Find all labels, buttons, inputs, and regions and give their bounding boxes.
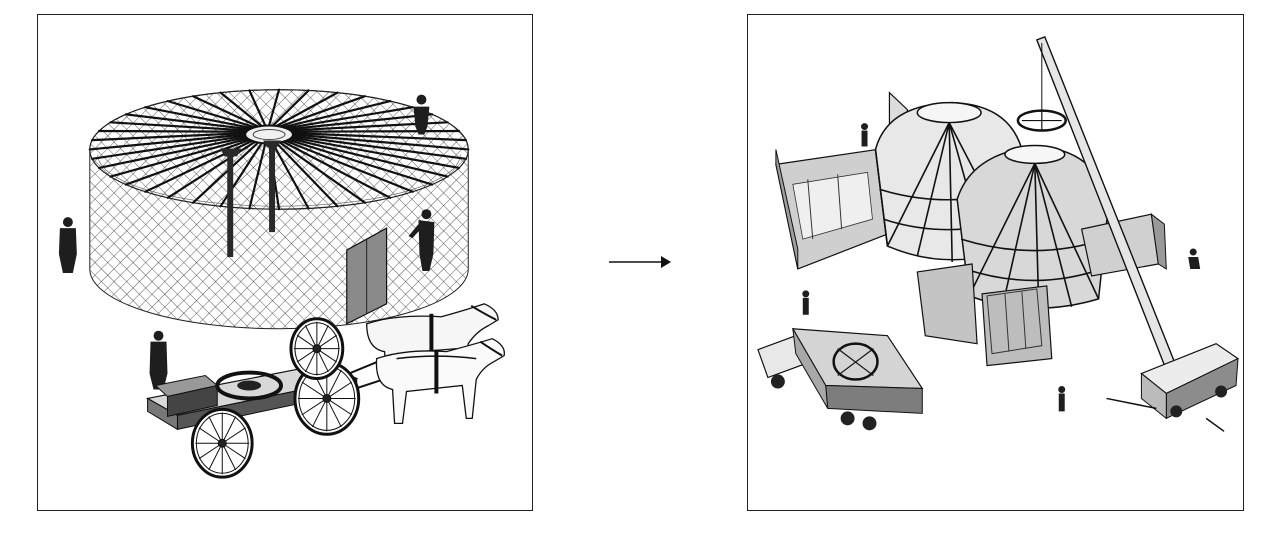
annex-left — [775, 148, 889, 270]
roof-rib — [248, 89, 267, 127]
cart-wheel — [293, 361, 361, 436]
traditional-yurt-illustration — [58, 88, 506, 479]
roof-rib — [97, 136, 248, 170]
roof-rib — [282, 100, 392, 129]
roof-rib — [278, 95, 367, 128]
roof-rib — [109, 121, 249, 132]
roof-rib — [284, 106, 414, 130]
roof-ribs — [88, 88, 470, 211]
roof-rib — [271, 142, 310, 210]
transformation-arrow — [607, 250, 675, 274]
worker-1 — [861, 123, 869, 147]
roof-rib — [144, 106, 254, 130]
roof-rib — [291, 133, 470, 151]
worker-2 — [802, 290, 810, 315]
roof-rib — [124, 113, 251, 131]
roof-rib — [124, 138, 251, 186]
horse-front — [375, 337, 506, 424]
cart-crown-ring — [215, 370, 284, 401]
roof-rib — [287, 138, 434, 186]
roof-rib — [97, 129, 248, 133]
roof-rib — [287, 113, 434, 131]
roof-rib — [166, 100, 257, 129]
roof-rib — [291, 134, 468, 160]
roof-rib — [271, 89, 310, 127]
modern-construction-illustration — [757, 36, 1240, 432]
person-top-right — [413, 94, 430, 135]
worker-3 — [1188, 248, 1201, 269]
roof-rib — [192, 95, 260, 128]
roof-rib — [192, 141, 260, 204]
crane — [1016, 36, 1240, 432]
modern-construction-panel — [747, 14, 1244, 511]
person-by-cart — [149, 330, 168, 390]
cart-wheel — [190, 407, 254, 479]
worker-4 — [1058, 386, 1066, 412]
right-arrow-icon — [609, 256, 671, 268]
horses — [366, 303, 506, 424]
support-posts — [220, 140, 282, 258]
roof-rib — [290, 136, 461, 170]
roof-rib — [109, 137, 249, 178]
roof-rib — [166, 140, 257, 199]
people — [58, 94, 435, 390]
roof-rib — [248, 142, 267, 210]
yurt-door — [346, 227, 388, 325]
truck-crown-ring — [832, 342, 879, 381]
dump-truck — [757, 328, 924, 431]
roof-rib — [291, 132, 468, 142]
roof-rib — [278, 141, 367, 204]
roof-rib — [267, 88, 281, 127]
roof-rib — [284, 139, 414, 193]
roof-rib — [290, 129, 461, 133]
roof-rib — [219, 91, 263, 128]
traditional-yurt-panel — [37, 14, 533, 511]
steel-frame-dome-2 — [956, 144, 1110, 312]
roof-rib — [289, 137, 449, 178]
roof-rib — [275, 91, 339, 128]
roof-rib — [91, 134, 247, 160]
roof-rib — [282, 140, 392, 199]
roof-rib — [91, 132, 247, 142]
cart-wheel — [289, 317, 345, 381]
person-left — [58, 217, 77, 273]
person-at-door — [408, 209, 435, 271]
workers — [802, 123, 1201, 412]
roof-rib — [275, 141, 339, 208]
roof-rib — [88, 133, 247, 151]
cart-wheels — [190, 317, 361, 479]
annex-front-walls — [916, 263, 1053, 367]
